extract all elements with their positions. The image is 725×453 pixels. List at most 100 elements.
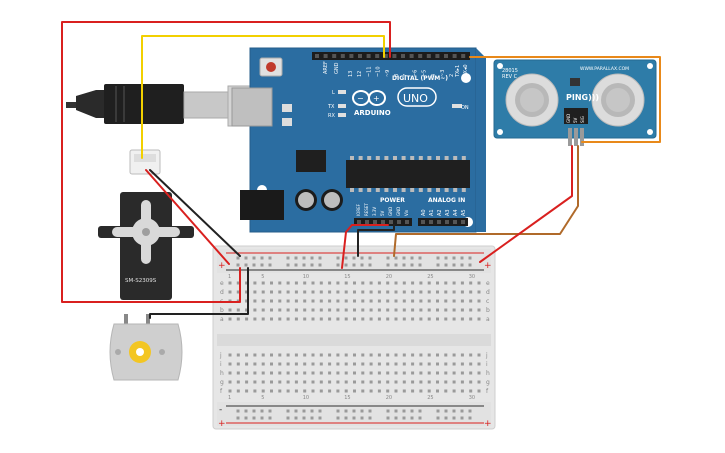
wire-orange-pin-to-sensor <box>469 56 661 143</box>
column-number: 15 <box>344 274 350 280</box>
rail-plus-bottom-right: + <box>484 419 492 429</box>
column-number: 15 <box>344 395 350 401</box>
column-number: 1 <box>228 395 231 401</box>
rail-plus-bottom-left: + <box>218 419 226 429</box>
wire-red-5v-to-rail <box>341 224 389 269</box>
row-letter: f <box>486 388 489 395</box>
wire-yellow-pin9-to-servo <box>141 35 385 159</box>
gear-icon <box>129 341 151 363</box>
analog-header <box>418 218 468 226</box>
analog-pin-label: A0 <box>421 209 427 216</box>
on-label: ON <box>461 105 469 111</box>
led-tx-label: TX <box>327 104 335 110</box>
row-letter: f <box>220 388 223 395</box>
rail-minus-bottom: - <box>219 405 222 415</box>
sensor-pin-label: 5V <box>573 117 578 123</box>
rail-plus-top-left: + <box>218 261 226 271</box>
row-letter: i <box>220 361 222 368</box>
row-letter: d <box>486 289 490 296</box>
row-letter: j <box>485 352 488 359</box>
wire-brown-sensor-to-breadboard <box>393 145 579 257</box>
column-number: 20 <box>386 274 392 280</box>
gnd-label: GND <box>334 62 340 74</box>
power-jack <box>240 190 284 220</box>
digital-pin-label: 8 <box>394 74 400 77</box>
power-pin-label: Vin <box>404 209 409 216</box>
digital-pin-label: ~6 <box>412 70 418 77</box>
rail-bottom-holes <box>236 409 472 420</box>
row-letter: i <box>486 361 488 368</box>
sensor-website: WWW.PARALLAX.COM <box>580 66 629 72</box>
ping-ultrasonic-sensor: 28015 REV C WWW.PARALLAX.COM PING))) GND… <box>493 59 657 146</box>
terminal-holes-top <box>228 281 481 321</box>
row-letter: d <box>220 289 224 296</box>
rail-top-holes <box>236 256 472 267</box>
svg-text:+: + <box>373 94 380 103</box>
column-number: 20 <box>386 395 392 401</box>
row-letter: j <box>219 352 222 359</box>
digital-pin-label: ~11 <box>366 66 372 77</box>
power-pin-label: GND <box>388 207 393 216</box>
servo-model: SM-S2309S <box>125 278 157 284</box>
svg-text:−: − <box>357 94 364 103</box>
digital-pin-label: 13 <box>348 71 354 77</box>
wire-black-motor-to-breadboard <box>149 267 249 319</box>
row-letter: h <box>220 370 224 377</box>
servo-horn-icon <box>112 200 180 264</box>
sensor-rev: REV C <box>502 74 518 80</box>
power-pin-label: 3.3V <box>372 207 377 216</box>
row-letter: h <box>486 370 490 377</box>
column-number: 10 <box>303 395 309 401</box>
led-rx-label: RX <box>328 113 335 119</box>
servo-motor: SM-S2309S <box>98 149 194 300</box>
sensor-title: PING))) <box>566 93 599 102</box>
rail-plus-top-right: + <box>484 261 492 271</box>
power-pin-label: GND <box>396 207 401 216</box>
digital-pin-label: ~9 <box>385 70 391 77</box>
wire-black-servo-to-rail <box>149 169 241 257</box>
sensor-pin-label: SIG <box>580 116 585 123</box>
wire-red-pin8-to-rail <box>61 21 391 303</box>
row-letter: b <box>220 307 224 314</box>
column-number: 30 <box>469 274 475 280</box>
aref-label: AREF <box>323 61 329 74</box>
column-number: 30 <box>469 395 475 401</box>
column-number: 1 <box>228 274 231 280</box>
row-letter: b <box>486 307 490 314</box>
digital-pin-label: ~3 <box>440 70 446 77</box>
column-number: 25 <box>427 395 433 401</box>
dc-motor <box>109 314 183 381</box>
digital-pin-label: ~10 <box>376 66 382 77</box>
analog-pin-label: A3 <box>445 209 451 216</box>
digital-header-label: DIGITAL (PWM~) <box>392 75 448 82</box>
row-letter: g <box>486 379 490 386</box>
digital-pin-label: 12 <box>357 71 363 77</box>
digital-pin-label: 7 <box>403 74 409 77</box>
power-pin-label: 5V <box>380 210 385 216</box>
sensor-pin-label: GND <box>566 114 571 123</box>
digital-pin-holes <box>315 54 466 58</box>
digital-pin-label: 2 <box>449 74 455 77</box>
row-letter: g <box>220 379 224 386</box>
analog-pin-label: A5 <box>461 209 467 216</box>
rx0-label: RX◂0 <box>463 64 469 77</box>
power-pin-label: IOREF <box>356 203 361 216</box>
row-letter: e <box>220 280 224 287</box>
column-number: 25 <box>427 274 433 280</box>
row-letter: c <box>486 298 489 305</box>
analog-pin-label: A1 <box>429 209 435 216</box>
sensor-transducer-right <box>591 73 645 127</box>
led-l-label: L <box>332 90 335 96</box>
row-letter: a <box>220 316 224 323</box>
terminal-holes-bottom <box>228 353 481 393</box>
usb-cable <box>66 84 263 127</box>
atmega-chip <box>346 160 470 188</box>
digital-pin-label: 4 <box>431 74 437 77</box>
